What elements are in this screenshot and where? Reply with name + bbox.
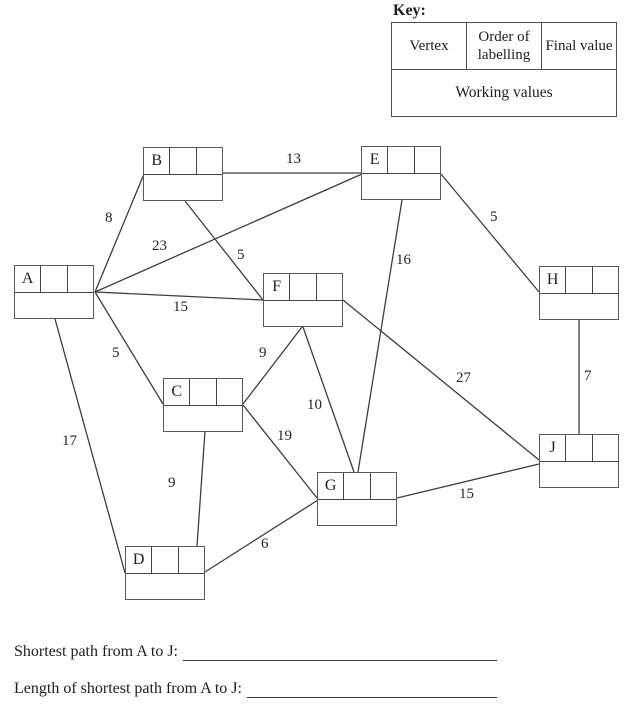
- vertex-order-cell-B: [170, 148, 197, 174]
- key-cell-order: Order of labelling: [467, 23, 542, 69]
- vertex-box-E: E: [361, 146, 441, 200]
- vertex-working-cell-H: [540, 294, 618, 318]
- vertex-working-cell-G: [318, 500, 396, 524]
- vertex-order-cell-G: [344, 473, 371, 499]
- vertex-final-cell-H: [593, 267, 618, 293]
- key-table: Vertex Order of labelling Final value Wo…: [391, 22, 617, 117]
- edge-line-G-J: [396, 463, 540, 499]
- shortest-path-answer-blank: [183, 647, 497, 661]
- edge-weight-A-E: 23: [152, 238, 167, 254]
- edge-line-E-G: [357, 199, 403, 473]
- edge-weight-C-D: 9: [168, 475, 176, 491]
- vertex-box-F: F: [263, 273, 343, 327]
- key-title: Key:: [393, 2, 426, 19]
- shortest-path-label: Shortest path from A to J:: [14, 643, 178, 660]
- vertex-box-A: A: [14, 265, 94, 319]
- edge-line-D-G: [204, 499, 319, 573]
- vertex-final-cell-J: [593, 435, 618, 461]
- edge-weight-D-G: 6: [261, 536, 269, 552]
- vertex-working-cell-C: [164, 406, 242, 430]
- vertex-final-cell-G: [371, 473, 396, 499]
- edge-line-C-F: [242, 326, 303, 405]
- vertex-order-cell-E: [388, 147, 415, 173]
- vertex-final-cell-A: [68, 266, 93, 292]
- edge-line-B-F: [184, 200, 264, 301]
- vertex-working-cell-E: [362, 174, 440, 198]
- vertex-letter-E: E: [362, 147, 389, 173]
- edge-line-A-B: [94, 173, 145, 293]
- vertex-order-cell-H: [566, 267, 593, 293]
- vertex-box-J: J: [539, 434, 619, 488]
- vertex-final-cell-D: [179, 547, 204, 573]
- edge-weight-A-D: 17: [62, 433, 77, 449]
- vertex-box-C: C: [163, 378, 243, 432]
- vertex-working-cell-J: [540, 462, 618, 486]
- edge-weight-A-B: 8: [105, 210, 113, 226]
- vertex-letter-B: B: [144, 148, 171, 174]
- key-cell-final: Final value: [545, 38, 613, 54]
- vertex-final-cell-B: [197, 148, 222, 174]
- edge-weight-B-E: 13: [286, 151, 301, 167]
- question-shortest-path: Shortest path from A to J:: [14, 643, 497, 661]
- edge-weight-G-J: 15: [459, 486, 474, 502]
- edge-weight-E-G: 16: [396, 252, 411, 268]
- edge-line-A-F: [94, 291, 264, 301]
- edge-line-A-E: [94, 173, 363, 293]
- edge-weight-C-F: 9: [259, 345, 267, 361]
- vertex-box-H: H: [539, 266, 619, 320]
- vertex-order-cell-F: [290, 274, 317, 300]
- path-length-label: Length of shortest path from A to J:: [14, 680, 242, 697]
- edge-weight-B-F: 5: [237, 247, 245, 263]
- vertex-box-D: D: [125, 546, 205, 600]
- question-path-length: Length of shortest path from A to J:: [14, 680, 497, 698]
- edge-weight-H-J: 7: [584, 368, 592, 384]
- vertex-order-cell-D: [152, 547, 179, 573]
- vertex-letter-J: J: [540, 435, 567, 461]
- key-header-row: Vertex Order of labelling Final value: [392, 23, 616, 70]
- edge-line-C-G: [242, 404, 318, 499]
- edge-weight-F-J: 27: [456, 370, 471, 386]
- edge-weight-A-F: 15: [173, 299, 188, 315]
- vertex-working-cell-F: [264, 301, 342, 325]
- vertex-order-cell-C: [190, 379, 217, 405]
- vertex-letter-C: C: [164, 379, 191, 405]
- vertex-box-G: G: [317, 472, 397, 526]
- edge-weight-A-C: 5: [112, 345, 120, 361]
- key-working-row: Working values: [455, 84, 553, 101]
- edge-line-E-H: [440, 173, 540, 293]
- path-length-answer-blank: [246, 684, 497, 698]
- vertex-letter-H: H: [540, 267, 567, 293]
- edge-weight-C-G: 19: [277, 428, 292, 444]
- edge-weight-F-G: 10: [307, 397, 322, 413]
- edge-line-C-D: [196, 430, 206, 547]
- edge-line-A-D: [54, 318, 126, 574]
- edge-line-F-G: [302, 326, 355, 473]
- vertex-working-cell-D: [126, 574, 204, 598]
- edge-weight-E-H: 5: [490, 209, 498, 225]
- vertex-letter-F: F: [264, 274, 291, 300]
- vertex-final-cell-E: [415, 147, 440, 173]
- vertex-order-cell-A: [41, 266, 68, 292]
- vertex-final-cell-C: [217, 379, 242, 405]
- key-cell-vertex: Vertex: [392, 23, 467, 69]
- vertex-order-cell-J: [566, 435, 593, 461]
- vertex-final-cell-F: [317, 274, 342, 300]
- vertex-letter-A: A: [15, 266, 42, 292]
- edge-line-F-J: [342, 299, 540, 461]
- vertex-working-cell-B: [144, 175, 222, 199]
- vertex-working-cell-A: [15, 293, 93, 317]
- edge-line-A-C: [94, 291, 164, 405]
- vertex-letter-D: D: [126, 547, 153, 573]
- vertex-letter-G: G: [318, 473, 345, 499]
- vertex-box-B: B: [143, 147, 223, 201]
